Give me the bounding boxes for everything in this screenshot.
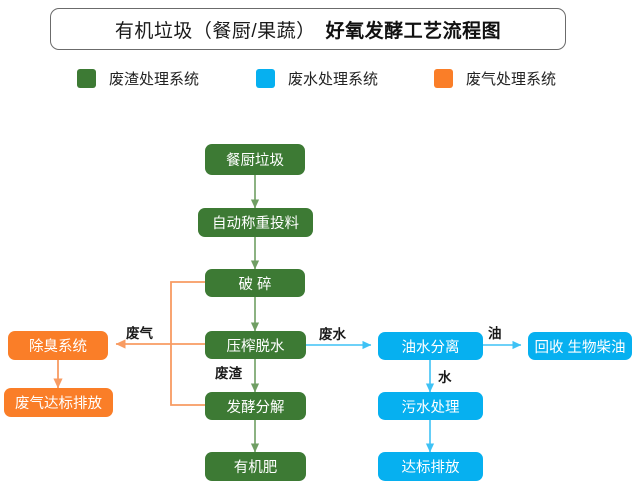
node-sewage-treatment[interactable]: 污水处理: [378, 392, 483, 420]
node-label-sewage-treatment: 污水处理: [401, 399, 460, 416]
node-label-ferment-decompose: 发酵分解: [226, 399, 285, 416]
node-organic-fertilizer[interactable]: 有机肥: [205, 452, 306, 481]
node-deodorize-system[interactable]: 除臭系统: [8, 331, 108, 360]
node-label-crush: 破 碎: [238, 276, 272, 293]
legend-swatch-blue-icon: [256, 69, 275, 88]
title-main-text: 有机垃圾（餐厨/果蔬）: [114, 20, 316, 42]
edge-label-oil: 油: [488, 326, 502, 341]
legend-item-waste-gas: 废气处理系统: [434, 68, 556, 89]
node-auto-weigh-feed[interactable]: 自动称重投料: [198, 208, 313, 237]
node-standard-discharge[interactable]: 达标排放: [378, 452, 483, 481]
node-label-deodorize-system: 除臭系统: [29, 339, 87, 355]
node-crush[interactable]: 破 碎: [205, 269, 305, 297]
node-oil-water-separation[interactable]: 油水分离: [378, 332, 483, 360]
node-press-dewater[interactable]: 压榨脱水: [205, 331, 306, 359]
node-label-recover-biodiesel: 回收 生物柴油: [534, 339, 626, 356]
legend-swatch-green-icon: [77, 69, 96, 88]
node-exhaust-standard-discharge[interactable]: 废气达标排放: [4, 388, 113, 417]
node-label-kitchen-waste: 餐厨垃圾: [226, 153, 284, 169]
node-recover-biodiesel[interactable]: 回收 生物柴油: [528, 332, 632, 360]
edge-label-water: 水: [438, 370, 452, 385]
legend-label-waste-residue: 废渣处理系统: [109, 71, 200, 88]
legend-item-waste-water: 废水处理系统: [256, 68, 378, 89]
node-label-standard-discharge: 达标排放: [401, 460, 460, 476]
legend-item-waste-residue: 废渣处理系统: [77, 68, 199, 89]
edge-label-exhaust-gas: 废气: [126, 326, 153, 341]
edge-label-waste-water: 废水: [319, 327, 346, 342]
legend-label-waste-water: 废水处理系统: [288, 71, 379, 88]
node-ferment-decompose[interactable]: 发酵分解: [205, 392, 306, 420]
title-emphasis-text: 好氧发酵工艺流程图: [325, 20, 502, 42]
node-label-organic-fertilizer: 有机肥: [233, 460, 278, 476]
node-label-auto-weigh-feed: 自动称重投料: [212, 216, 299, 232]
node-label-press-dewater: 压榨脱水: [226, 338, 285, 355]
legend-label-waste-gas: 废气处理系统: [466, 71, 557, 88]
node-label-exhaust-standard-discharge: 废气达标排放: [15, 396, 102, 412]
node-kitchen-waste[interactable]: 餐厨垃圾: [205, 144, 305, 175]
page-title: 有机垃圾（餐厨/果蔬） 好氧发酵工艺流程图: [50, 8, 566, 50]
legend-swatch-orange-icon: [434, 69, 453, 88]
edge-label-waste-residue: 废渣: [215, 366, 242, 381]
node-label-oil-water-separation: 油水分离: [401, 339, 460, 356]
